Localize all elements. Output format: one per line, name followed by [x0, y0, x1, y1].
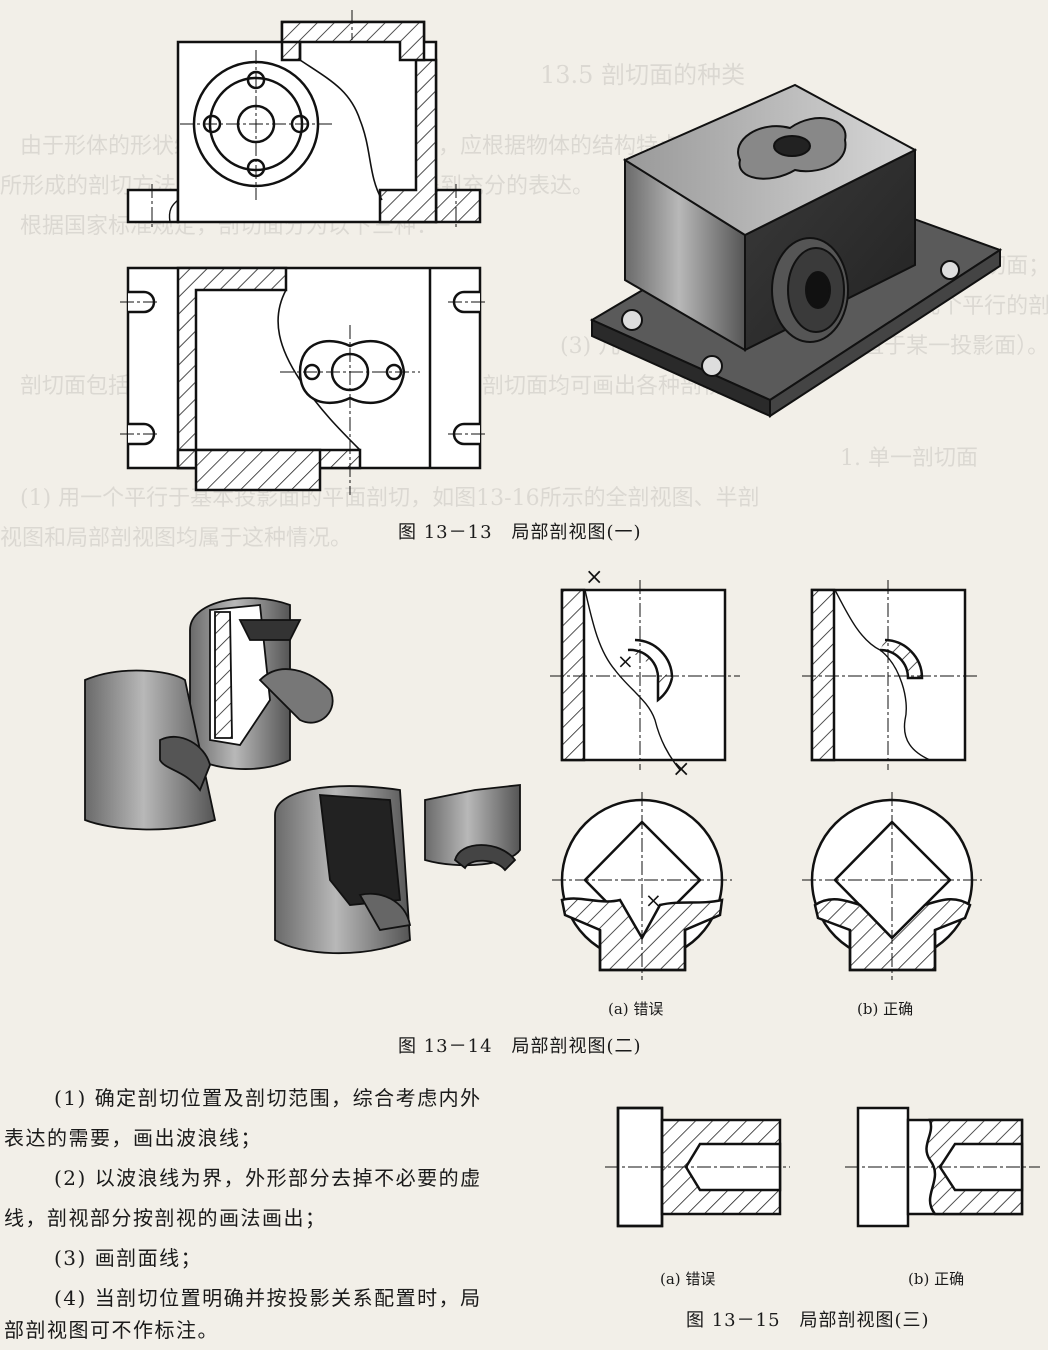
fig13-15b-correct-drawing — [845, 1106, 1040, 1228]
subcaption-13-15b: (b) 正确 — [908, 1270, 965, 1288]
step-line: (1) 确定剖切位置及剖切范围，综合考虑内外 — [54, 1086, 482, 1110]
step-line: (4) 当剖切位置明确并按投影关系配置时，局 — [54, 1286, 482, 1310]
step-line: (3) 画剖面线； — [54, 1246, 203, 1270]
subcaption-13-15a: (a) 错误 — [660, 1270, 716, 1288]
step-line: 部剖视图可不作标注。 — [4, 1318, 219, 1342]
figure-caption-13-13: 图 13－13 局部剖视图(一) — [398, 522, 642, 543]
figure-caption-13-15: 图 13－15 局部剖视图(三) — [686, 1310, 930, 1331]
ghost-line: 视图和局部剖视图均属于这种情况。 — [0, 526, 353, 551]
ghost-line: 1. 单一剖切面 — [840, 446, 978, 471]
step-line: 表达的需要，画出波浪线； — [4, 1126, 262, 1150]
fig13-14b-correct-drawing — [802, 580, 982, 980]
subcaption-13-14b: (b) 正确 — [857, 1000, 914, 1018]
step-line: 线，剖视部分按剖视的画法画出； — [4, 1206, 327, 1230]
wrong-mark: × — [585, 565, 603, 590]
fig13-15a-wrong-drawing — [605, 1106, 790, 1228]
wrong-mark: × — [672, 757, 690, 782]
subcaption-13-14a: (a) 错误 — [608, 1000, 664, 1018]
wrong-mark: × — [645, 888, 662, 912]
fig13-13-isometric-model — [589, 83, 1003, 418]
fig13-14-isometric-models — [84, 597, 521, 955]
ghost-line: 13.5 剖切面的种类 — [540, 61, 746, 89]
step-line: (2) 以波浪线为界，外形部分去掉不必要的虚 — [54, 1166, 482, 1190]
figure-caption-13-14: 图 13－14 局部剖视图(二) — [398, 1036, 642, 1057]
fig13-13-top-view — [120, 266, 488, 495]
fig13-14a-wrong-drawing — [550, 580, 740, 980]
ghost-line: (1) 用一个平行于基本投影面的平面剖切，如图13-16所示的全剖视图、半剖 — [20, 486, 760, 511]
fig13-13-front-view — [126, 10, 482, 228]
wrong-mark: × — [617, 649, 634, 673]
